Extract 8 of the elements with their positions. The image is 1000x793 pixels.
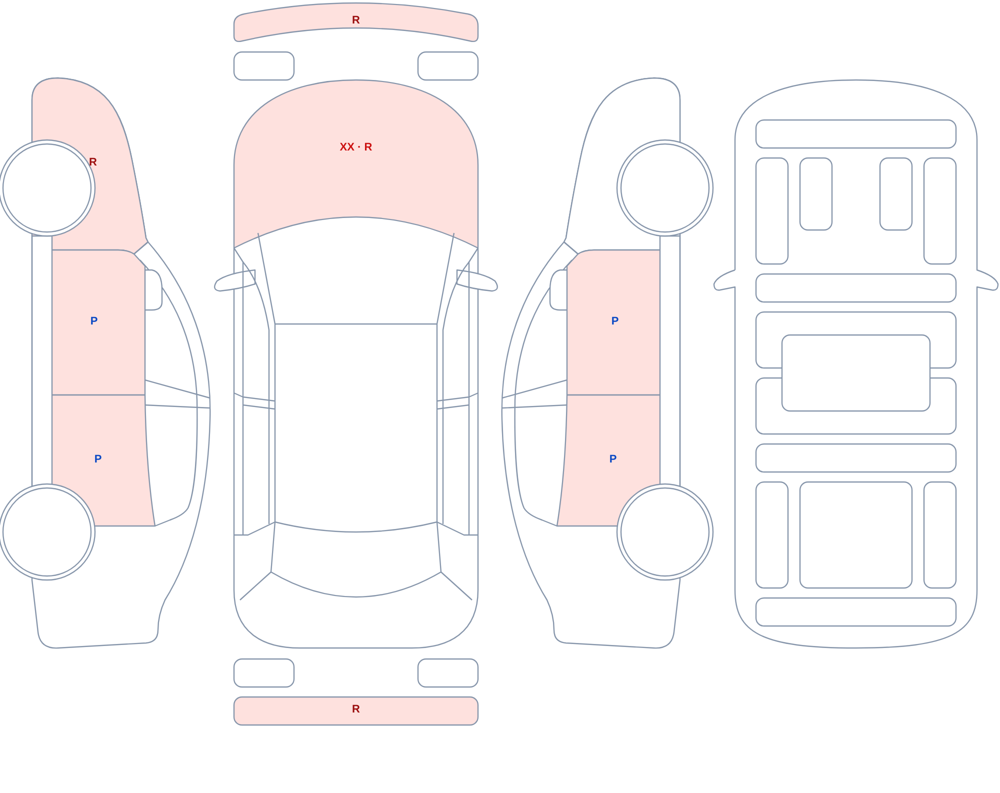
damage-code: P xyxy=(90,316,98,328)
damage-code: R xyxy=(352,704,360,716)
damage-code: P xyxy=(611,316,619,328)
damage-code: R xyxy=(352,14,360,28)
damage-code: XX · R xyxy=(340,142,372,154)
damage-code: P xyxy=(609,454,617,466)
damage-code: P xyxy=(94,454,102,466)
damage-code: R xyxy=(89,156,97,170)
